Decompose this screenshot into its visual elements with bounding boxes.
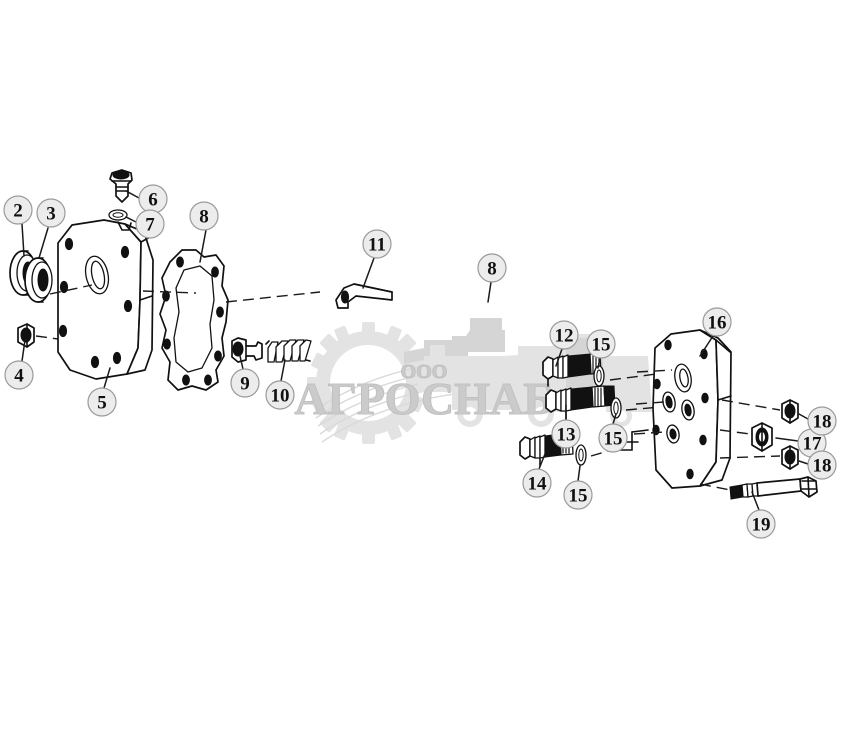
callout-13[interactable]: 13 bbox=[551, 404, 581, 449]
callout-5-label: 5 bbox=[97, 393, 107, 414]
part-lock-washer-lower bbox=[781, 445, 799, 470]
callout-15-upper[interactable]: 15 bbox=[586, 329, 616, 369]
callout-4[interactable]: 4 bbox=[4, 339, 34, 390]
callout-16[interactable]: 16 bbox=[699, 307, 732, 357]
part-set-screw bbox=[231, 337, 263, 363]
part-fitting-plug bbox=[109, 169, 133, 203]
callout-15-lower[interactable]: 15 bbox=[563, 465, 593, 510]
callout-18-lower[interactable]: 18 bbox=[798, 450, 837, 480]
callout-2-label: 2 bbox=[13, 201, 23, 222]
callout-8b-label: 8 bbox=[487, 259, 497, 280]
part-gasket-plate bbox=[159, 249, 229, 391]
part-bearing-inner bbox=[24, 257, 53, 303]
callout-2[interactable]: 2 bbox=[3, 195, 33, 257]
callout-19[interactable]: 19 bbox=[746, 491, 776, 539]
callout-11-label: 11 bbox=[368, 235, 386, 256]
callout-18-upper[interactable]: 18 bbox=[798, 406, 837, 436]
callout-15a-label: 15 bbox=[592, 335, 611, 356]
part-hex-nut-left bbox=[17, 323, 35, 348]
axis-line-cover-b bbox=[635, 401, 665, 405]
part-o-ring-plug bbox=[108, 209, 128, 221]
part-cap-screw-long bbox=[729, 476, 818, 500]
callout-10[interactable]: 10 bbox=[265, 359, 295, 410]
callout-8-gasket[interactable]: 8 bbox=[189, 201, 219, 263]
callout-18b-label: 18 bbox=[813, 456, 832, 477]
callout-15c-label: 15 bbox=[569, 486, 588, 507]
callout-15b-label: 15 bbox=[604, 429, 623, 450]
watermark-brand: АГРОСНАБ bbox=[294, 373, 553, 424]
callout-3[interactable]: 3 bbox=[36, 198, 66, 259]
axis-line-nut-right bbox=[719, 429, 751, 435]
callout-layer: 2 3 4 5 6 bbox=[3, 184, 837, 539]
axis-line-cover-c bbox=[633, 431, 665, 435]
callout-7[interactable]: 7 bbox=[125, 209, 165, 239]
axis-line-cover-a bbox=[636, 369, 673, 373]
axis-line-bearing bbox=[49, 284, 93, 295]
axis-line-washer-upper bbox=[721, 399, 781, 411]
callout-17-label: 17 bbox=[803, 434, 823, 455]
watermark-company-form: ООО bbox=[401, 361, 448, 383]
part-housing-valve-cover bbox=[652, 329, 732, 489]
part-o-ring-lower bbox=[575, 444, 587, 466]
callout-12-label: 12 bbox=[555, 326, 574, 347]
callout-15-middle[interactable]: 15 bbox=[598, 413, 628, 453]
callout-5[interactable]: 5 bbox=[87, 367, 117, 417]
callout-12[interactable]: 12 bbox=[549, 320, 579, 367]
callout-8a-label: 8 bbox=[199, 207, 209, 228]
axis-line-cap-screw bbox=[699, 483, 731, 491]
callout-19-label: 19 bbox=[752, 515, 771, 536]
axis-line-washer-lower bbox=[719, 455, 781, 459]
callout-18a-label: 18 bbox=[813, 412, 832, 433]
callout-16-label: 16 bbox=[708, 313, 727, 334]
axis-elbow-valve-lower bbox=[611, 429, 649, 451]
callout-9[interactable]: 9 bbox=[230, 355, 260, 398]
part-mounting-bracket bbox=[335, 283, 393, 309]
callout-14[interactable]: 14 bbox=[522, 453, 552, 498]
part-compression-spring bbox=[265, 339, 312, 363]
callout-14-label: 14 bbox=[528, 474, 548, 495]
callout-3-label: 3 bbox=[46, 204, 56, 225]
callout-4-label: 4 bbox=[14, 366, 24, 387]
part-relief-valve-middle bbox=[545, 385, 616, 420]
part-o-ring-middle bbox=[610, 397, 622, 419]
callout-13-label: 13 bbox=[557, 425, 576, 446]
part-o-ring-upper bbox=[593, 365, 605, 387]
callout-9-label: 9 bbox=[240, 374, 250, 395]
axis-line-gasket-left bbox=[142, 290, 197, 294]
part-hex-nut-right bbox=[751, 422, 773, 452]
part-housing-front bbox=[57, 219, 154, 380]
callout-10-label: 10 bbox=[271, 386, 290, 407]
axis-line-gasket-right bbox=[225, 291, 321, 303]
callout-6-label: 6 bbox=[148, 190, 158, 211]
callout-11[interactable]: 11 bbox=[362, 229, 392, 289]
axis-line-nut-left bbox=[35, 335, 59, 340]
callout-7-label: 7 bbox=[145, 215, 155, 236]
part-lock-washer-upper bbox=[781, 399, 799, 424]
callout-8-gasket-right[interactable]: 8 bbox=[477, 253, 507, 303]
callout-6[interactable]: 6 bbox=[125, 184, 168, 214]
